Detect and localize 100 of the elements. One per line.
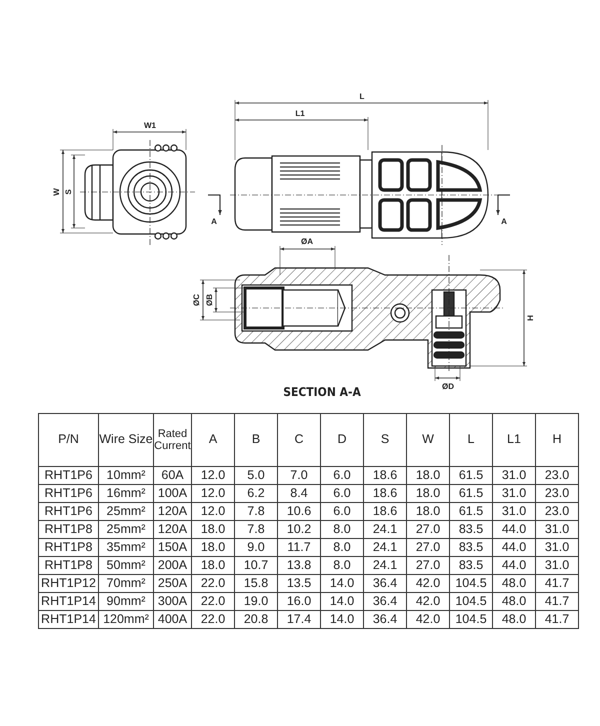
dimension-label: L xyxy=(360,93,364,101)
table-cell: RHT1P6 xyxy=(38,466,98,484)
table-cell: 24.1 xyxy=(364,556,406,574)
table-cell: 41.7 xyxy=(536,574,578,592)
table-cell: 200A xyxy=(154,556,192,574)
table-cell: 60A xyxy=(154,466,192,484)
table-cell: 7.8 xyxy=(234,520,278,538)
table-cell: 41.7 xyxy=(536,610,578,628)
dimension-label: W xyxy=(53,188,61,196)
table-cell: 5.0 xyxy=(234,466,278,484)
table-cell: 48.0 xyxy=(492,610,536,628)
table-cell: 16.0 xyxy=(278,592,320,610)
table-cell: 36.4 xyxy=(364,610,406,628)
table-cell: 11.7 xyxy=(278,538,320,556)
table-cell: 7.0 xyxy=(278,466,320,484)
table-cell: 6.0 xyxy=(320,466,364,484)
column-header: Wire Size xyxy=(98,414,154,466)
table-cell: 61.5 xyxy=(450,466,492,484)
table-cell: 6.0 xyxy=(320,502,364,520)
table-cell: 36.4 xyxy=(364,592,406,610)
table-cell: 18.0 xyxy=(406,484,450,502)
dimension-label: S xyxy=(65,189,73,195)
dimension-label: ØD xyxy=(442,383,454,391)
table-cell: 15.8 xyxy=(234,574,278,592)
table-cell: 27.0 xyxy=(406,538,450,556)
table-cell: 7.8 xyxy=(234,502,278,520)
table-cell: 25mm² xyxy=(98,520,154,538)
dimension-label: W1 xyxy=(144,122,156,130)
column-header: W xyxy=(406,414,450,466)
table-cell: 104.5 xyxy=(450,592,492,610)
table-cell: 36.4 xyxy=(364,574,406,592)
table-cell: RHT1P6 xyxy=(38,502,98,520)
table-cell: 50mm² xyxy=(98,556,154,574)
table-cell: 42.0 xyxy=(406,610,450,628)
table-cell: 23.0 xyxy=(536,484,578,502)
table-cell: 31.0 xyxy=(536,520,578,538)
table-cell: 20.8 xyxy=(234,610,278,628)
table-cell: 100A xyxy=(154,484,192,502)
table-cell: 27.0 xyxy=(406,520,450,538)
table-cell: RHT1P8 xyxy=(38,520,98,538)
table-cell: 42.0 xyxy=(406,592,450,610)
table-cell: 18.6 xyxy=(364,502,406,520)
table-cell: 8.0 xyxy=(320,520,364,538)
table-cell: 13.8 xyxy=(278,556,320,574)
table-cell: 8.0 xyxy=(320,556,364,574)
table-cell: 120mm² xyxy=(98,610,154,628)
table-cell: 19.0 xyxy=(234,592,278,610)
table-cell: 14.0 xyxy=(320,574,364,592)
table-cell: 83.5 xyxy=(450,538,492,556)
column-header: A xyxy=(192,414,234,466)
table-cell: 23.0 xyxy=(536,466,578,484)
column-header: D xyxy=(320,414,364,466)
table-cell: 120A xyxy=(154,502,192,520)
table-cell: 6.2 xyxy=(234,484,278,502)
table-cell: 8.0 xyxy=(320,538,364,556)
table-cell: 61.5 xyxy=(450,502,492,520)
table-cell: 48.0 xyxy=(492,592,536,610)
table-cell: 250A xyxy=(154,574,192,592)
table-cell: 18.0 xyxy=(406,466,450,484)
column-header: H xyxy=(536,414,578,466)
table-cell: 18.0 xyxy=(192,520,234,538)
table-cell: 24.1 xyxy=(364,538,406,556)
table-cell: 18.0 xyxy=(192,556,234,574)
table-cell: 83.5 xyxy=(450,556,492,574)
table-cell: 48.0 xyxy=(492,574,536,592)
table-cell: 10.6 xyxy=(278,502,320,520)
dimension-label: ØA xyxy=(301,238,313,246)
section-mark: A xyxy=(211,218,217,226)
table-cell: 10mm² xyxy=(98,466,154,484)
section-title: SECTION A-A xyxy=(283,386,361,398)
dimension-label: L1 xyxy=(295,110,305,118)
table-cell: RHT1P8 xyxy=(38,556,98,574)
table-cell: 18.6 xyxy=(364,466,406,484)
table-cell: 44.0 xyxy=(492,538,536,556)
column-header: P/N xyxy=(38,414,98,466)
table-cell: 22.0 xyxy=(192,592,234,610)
table-cell: 31.0 xyxy=(536,556,578,574)
table-cell: 10.7 xyxy=(234,556,278,574)
column-header: L xyxy=(450,414,492,466)
table-cell: 22.0 xyxy=(192,574,234,592)
dimension-label: H xyxy=(527,315,535,321)
table-cell: 120A xyxy=(154,520,192,538)
table-cell: 83.5 xyxy=(450,520,492,538)
column-header: S xyxy=(364,414,406,466)
table-cell: 150A xyxy=(154,538,192,556)
section-mark: A xyxy=(501,218,507,226)
table-cell: 24.1 xyxy=(364,520,406,538)
table-cell: 70mm² xyxy=(98,574,154,592)
table-cell: 14.0 xyxy=(320,610,364,628)
table-cell: RHT1P14 xyxy=(38,592,98,610)
table-cell: 104.5 xyxy=(450,610,492,628)
table-cell: 6.0 xyxy=(320,484,364,502)
table-cell: 12.0 xyxy=(192,466,234,484)
table-cell: 12.0 xyxy=(192,502,234,520)
column-header: L1 xyxy=(492,414,536,466)
table-cell: 31.0 xyxy=(492,502,536,520)
table-cell: 90mm² xyxy=(98,592,154,610)
table-cell: 44.0 xyxy=(492,520,536,538)
table-cell: 10.2 xyxy=(278,520,320,538)
table-cell: 13.5 xyxy=(278,574,320,592)
